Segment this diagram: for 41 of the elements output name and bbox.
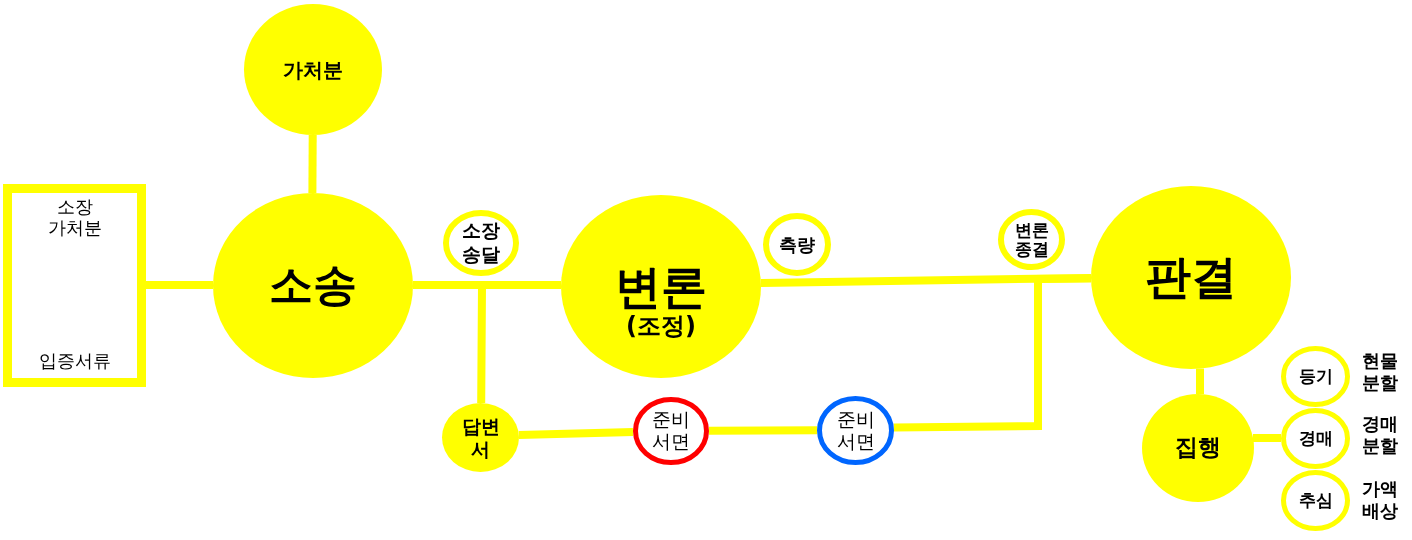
step-ring bbox=[1281, 408, 1350, 469]
stage-label: 집행 bbox=[1175, 434, 1221, 462]
connector-line bbox=[708, 426, 818, 435]
stage-circle bbox=[561, 195, 761, 378]
stage-label: (조정) bbox=[626, 312, 696, 339]
stage-label: 변론 bbox=[615, 262, 707, 313]
connector-line bbox=[518, 428, 634, 439]
connector-line bbox=[760, 273, 1092, 288]
stage-label: 소송 bbox=[269, 259, 357, 312]
document-box bbox=[3, 184, 146, 387]
connector-line bbox=[1196, 368, 1204, 394]
step-ring bbox=[633, 397, 709, 465]
ring-label: 경매 bbox=[1298, 428, 1333, 449]
step-ring bbox=[817, 396, 894, 465]
box-label: 소장 가처분 bbox=[46, 197, 103, 239]
ring-label: 측량 bbox=[779, 233, 815, 256]
ring-label: 준비 서면 bbox=[651, 409, 691, 453]
ring-label: 등기 bbox=[1298, 366, 1333, 387]
step-ring bbox=[1281, 470, 1350, 531]
stage-label: 답변서 bbox=[460, 414, 501, 461]
step-ring bbox=[998, 209, 1065, 270]
stage-label: 판결 bbox=[1145, 249, 1237, 306]
connector-line bbox=[308, 135, 317, 193]
ring-label: 변론 종결 bbox=[1013, 220, 1050, 259]
side-note: 가액 배상 bbox=[1362, 478, 1399, 522]
side-note: 현물 분할 bbox=[1362, 350, 1399, 394]
stage-circle bbox=[213, 193, 413, 378]
box-label: 입증서류 bbox=[37, 350, 112, 372]
step-ring bbox=[443, 210, 519, 276]
step-ring bbox=[1281, 346, 1350, 407]
ring-label: 추심 bbox=[1298, 490, 1333, 511]
ring-label: 소장 송달 bbox=[461, 219, 501, 267]
stage-circle bbox=[1091, 186, 1291, 369]
connector-line bbox=[146, 281, 213, 289]
stage-circle bbox=[244, 4, 382, 135]
ring-label: 준비 서면 bbox=[835, 408, 876, 453]
stage-circle bbox=[1142, 394, 1254, 502]
side-note: 경매 분할 bbox=[1362, 413, 1399, 457]
stage-circle bbox=[442, 403, 519, 472]
step-ring bbox=[763, 213, 831, 276]
stage-label: 가처분 bbox=[283, 57, 343, 82]
